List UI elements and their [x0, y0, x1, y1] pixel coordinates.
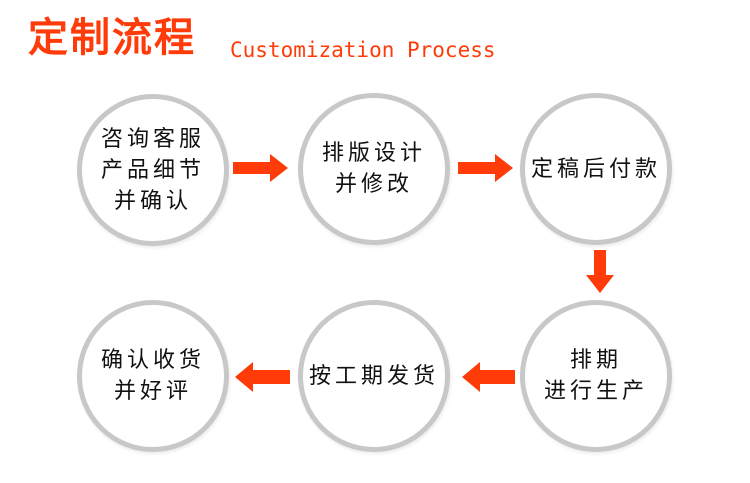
step-text: 确认收货	[100, 348, 205, 373]
step-circle: 确认收货 并好评	[77, 300, 229, 452]
arrow-right-icon	[458, 154, 513, 182]
step-text: 产品细节	[100, 157, 205, 183]
step-text: 并修改	[334, 172, 413, 197]
step-text: 排版设计	[321, 141, 426, 166]
step-circle: 排期 进行生产	[520, 300, 672, 452]
step-text: 定稿后付款	[530, 156, 661, 182]
step-circle: 按工期发货	[298, 300, 450, 452]
step-text: 并好评	[113, 379, 192, 404]
step-circle: 排版设计 并修改	[298, 93, 450, 245]
step-text: 按工期发货	[308, 363, 439, 389]
step-circle: 定稿后付款	[520, 93, 672, 245]
title-english: Customization Process	[230, 38, 496, 62]
arrow-down-icon	[586, 250, 614, 293]
step-text: 并确认	[113, 188, 192, 214]
step-text: 排期	[569, 348, 622, 373]
step-text: 进行生产	[543, 379, 648, 404]
step-circle: 咨询客服 产品细节 并确认	[77, 94, 229, 246]
arrow-right-icon	[233, 154, 288, 182]
step-text: 咨询客服	[100, 126, 205, 152]
title-chinese: 定制流程	[28, 14, 196, 61]
arrow-left-icon	[235, 362, 290, 392]
arrow-left-icon	[462, 362, 515, 392]
